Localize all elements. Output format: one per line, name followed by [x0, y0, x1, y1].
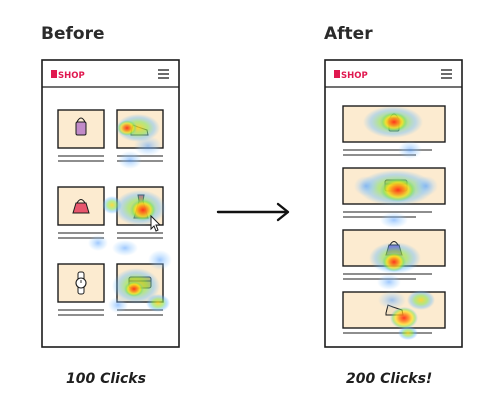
before-brand-text: SHOP	[58, 71, 85, 81]
after-logo: SHOP	[334, 70, 368, 81]
before-product-card-handbag[interactable]	[57, 109, 105, 162]
watch-icon	[75, 271, 87, 295]
after-heatmap	[354, 106, 438, 340]
before-title: Before	[41, 24, 104, 44]
purse-icon	[72, 198, 90, 214]
arrow-icon	[216, 202, 290, 222]
before-menu-icon[interactable]	[158, 69, 169, 79]
after-phone: SHOP	[324, 59, 463, 348]
before-heatmap	[88, 114, 172, 313]
after-caption: 200 Clicks!	[346, 371, 432, 387]
cursor-icon	[150, 214, 162, 232]
before-logo: SHOP	[51, 70, 85, 81]
before-product-card-watch[interactable]	[57, 263, 105, 316]
handbag-icon	[75, 117, 87, 136]
after-menu-icon[interactable]	[441, 69, 452, 79]
before-caption: 100 Clicks	[66, 371, 146, 387]
after-brand-text: SHOP	[341, 71, 368, 81]
after-title: After	[324, 24, 373, 44]
before-phone: SHOP	[41, 59, 180, 348]
